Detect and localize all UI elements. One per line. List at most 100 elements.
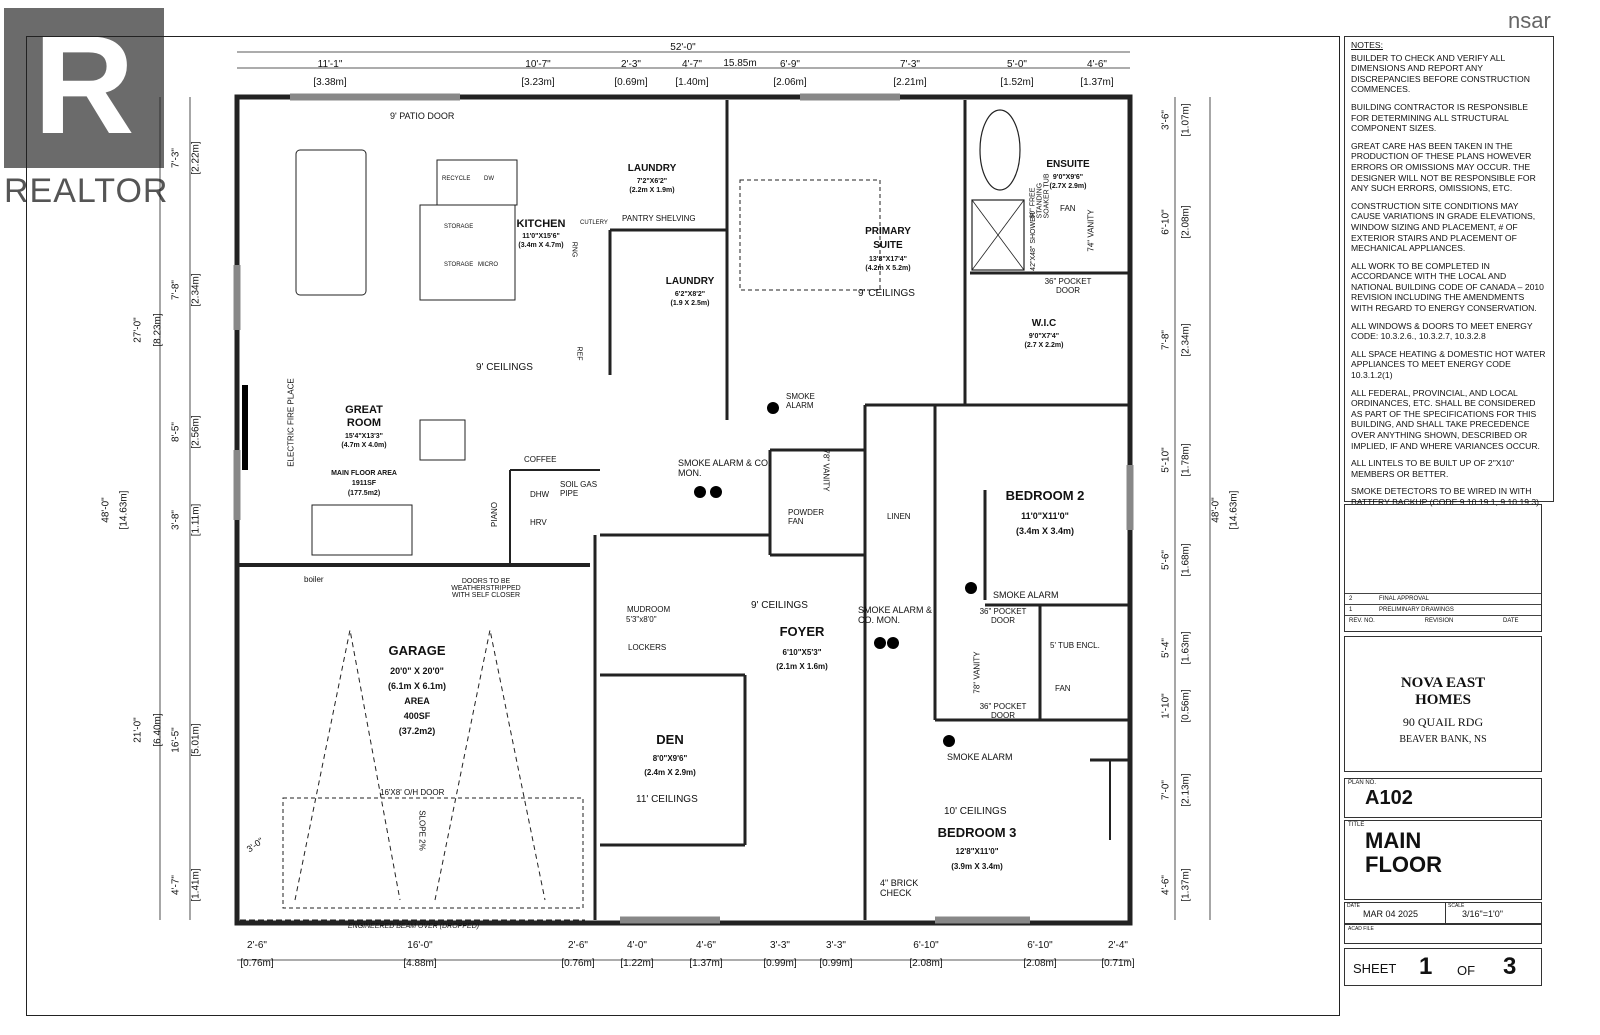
powder-vanity-label: 78" VANITY bbox=[821, 449, 831, 492]
left-dim-metric: [2.56m] bbox=[190, 415, 202, 449]
top-dim: 6'-9" bbox=[780, 59, 800, 70]
revision-desc: PRELIMINARY DRAWINGS bbox=[1379, 607, 1454, 613]
boiler-label: boiler bbox=[304, 575, 324, 584]
revision-no: 1 bbox=[1349, 607, 1353, 613]
title-line1: MAIN bbox=[1365, 828, 1422, 853]
realtor-logo: R bbox=[4, 8, 164, 168]
bottom-dim-metric: [1.37m] bbox=[689, 958, 723, 969]
top-dim-metric: [1.37m] bbox=[1080, 77, 1114, 88]
shower-label: 42"X48" SHOWER bbox=[1029, 212, 1037, 271]
storage2-label: STORAGE bbox=[444, 262, 474, 268]
right-outer-dim: 48'-0" bbox=[1210, 497, 1222, 523]
micro-label: MICRO bbox=[478, 262, 498, 268]
left-outer-dim-metric: [6.40m] bbox=[152, 713, 164, 747]
wic-metric: (2.7 X 2.2m) bbox=[1024, 342, 1064, 349]
plan-no-panel: PLAN NO. A102 bbox=[1344, 778, 1542, 818]
bedroom3-metric: (3.9m X 3.4m) bbox=[951, 862, 1003, 871]
left-dim: 8'-5" bbox=[170, 422, 182, 442]
storage-label: STORAGE bbox=[444, 224, 474, 230]
kitchen-size: 11'0"X15'6" bbox=[522, 233, 560, 240]
date-value: MAR 04 2025 bbox=[1363, 909, 1419, 919]
company-panel: NOVA EAST HOMES 90 QUAIL RDG BEAVER BANK… bbox=[1344, 636, 1542, 772]
rng-label: RNG bbox=[570, 241, 578, 258]
recycle-label: RECYCLE bbox=[442, 176, 471, 182]
lockers-label: LOCKERS bbox=[628, 643, 667, 652]
smoke-alarm-hall: SMOKE ALARM bbox=[786, 392, 815, 410]
tub-label: 60" FREE STANDING SOAKER TUB bbox=[1029, 173, 1051, 219]
top-dim-metric: [1.40m] bbox=[675, 77, 709, 88]
top-dim-metric: [0.69m] bbox=[614, 77, 648, 88]
primary-ceiling: 9' CEILINGS bbox=[858, 288, 915, 299]
bedroom2-size: 11'0"X11'0" bbox=[1021, 511, 1069, 521]
right-dim: 1'-10" bbox=[1160, 693, 1172, 719]
acad-label: ACAD FILE bbox=[1348, 926, 1374, 932]
bottom-dim-metric: [4.88m] bbox=[403, 958, 437, 969]
title-label: TITLE bbox=[1348, 822, 1365, 828]
sheet-label: SHEET bbox=[1353, 961, 1397, 976]
right-dim: 4'-6" bbox=[1160, 875, 1172, 895]
main-floor-area-metric: (177.5m2) bbox=[347, 490, 381, 497]
bottom-dim: 2'-6" bbox=[247, 940, 267, 951]
note-item: ALL SPACE HEATING & DOMESTIC HOT WATER A… bbox=[1351, 348, 1546, 381]
right-dim: 7'-8" bbox=[1160, 330, 1172, 350]
smoke-co-mon-2: SMOKE ALARM & CO. MON. bbox=[858, 605, 933, 625]
left-dim-metric: [2.34m] bbox=[190, 273, 202, 307]
powder-fan-label: FAN bbox=[788, 517, 804, 526]
doors-weather-note: DOORS TO BE WEATHERSTRIPPED WITH SELF CL… bbox=[451, 578, 521, 599]
ensuite-fan-label: FAN bbox=[1060, 204, 1076, 213]
den-label: DEN bbox=[656, 732, 684, 747]
left-dim: 7'-3" bbox=[170, 148, 182, 168]
nsar-logo: nsar bbox=[1508, 8, 1551, 33]
tub-encl-label: 5' TUB ENCL. bbox=[1050, 641, 1100, 650]
top-dim: 10'-7" bbox=[525, 59, 551, 70]
left-outer-dim-metric: [8.23m] bbox=[152, 313, 164, 347]
foyer-metric: (2.1m X 1.6m) bbox=[776, 662, 828, 671]
powder-label: POWDER bbox=[788, 508, 824, 517]
rev-no-header: REV. NO. bbox=[1349, 618, 1375, 624]
title-panel: TITLE MAIN FLOOR bbox=[1344, 820, 1542, 900]
oh-door-label: 16'X8' O/H DOOR bbox=[380, 788, 445, 797]
notes-panel: NOTES: BUILDER TO CHECK AND VERIFY ALL D… bbox=[1344, 36, 1554, 507]
top-dim: 2'-3" bbox=[621, 59, 641, 70]
title-line2: FLOOR bbox=[1365, 852, 1442, 877]
plan-no: A102 bbox=[1365, 787, 1413, 809]
kitchen-label: KITCHEN bbox=[516, 218, 566, 230]
garage-size: 20'0" X 20'0" bbox=[390, 666, 444, 676]
bedroom3-ceiling: 10' CEILINGS bbox=[944, 806, 1007, 817]
laundry-metric: (2.2m X 1.9m) bbox=[629, 187, 675, 194]
wic-label: W.I.C bbox=[1031, 318, 1057, 329]
primary-suite-metric: (4.2m X 5.2m) bbox=[865, 265, 911, 272]
right-dim-metric: [1.68m] bbox=[1180, 543, 1192, 577]
dhw-label: DHW bbox=[530, 490, 550, 499]
left-dim-metric: [5.01m] bbox=[190, 723, 202, 757]
scale-label: SCALE bbox=[1448, 903, 1465, 909]
right-dim-metric: [1.37m] bbox=[1180, 868, 1192, 902]
left-dim: 7'-8" bbox=[170, 280, 182, 300]
bedroom2-label: BEDROOM 2 bbox=[1005, 488, 1085, 503]
top-dim-metric: [1.52m] bbox=[1000, 77, 1034, 88]
bottom-dim: 2'-6" bbox=[568, 940, 588, 951]
note-item: ALL WORK TO BE COMPLETED IN ACCORDANCE W… bbox=[1351, 260, 1544, 314]
kitchen-metric: (3.4m X 4.7m) bbox=[518, 242, 564, 249]
den-ceiling: 11' CEILINGS bbox=[636, 794, 698, 805]
garage-area: 400SF bbox=[403, 711, 431, 721]
note-item: GREAT CARE HAS BEEN TAKEN IN THE PRODUCT… bbox=[1351, 140, 1536, 194]
brick-check-label: 4" BRICK CHECK bbox=[880, 878, 919, 898]
bottom-dim: 3'-3" bbox=[770, 940, 790, 951]
bottom-dim: 6'-10" bbox=[913, 940, 939, 951]
company-line2: HOMES bbox=[1415, 692, 1471, 708]
foyer-ceiling: 9' CEILINGS bbox=[751, 600, 808, 611]
title-block: NOTES: BUILDER TO CHECK AND VERIFY ALL D… bbox=[1344, 36, 1582, 1014]
hrv-label: HRV bbox=[530, 518, 547, 527]
beam-label: ENGINEERED BEAM OVER (DROPPED) bbox=[348, 923, 480, 930]
bedroom2-metric: (3.4m X 3.4m) bbox=[1015, 526, 1075, 536]
bottom-dim-metric: [0.71m] bbox=[1101, 958, 1135, 969]
acad-panel: ACAD FILE bbox=[1344, 924, 1542, 944]
scale-cell: SCALE 3/16"=1'0" bbox=[1446, 903, 1541, 923]
foyer-size: 6'10"X5'3" bbox=[782, 648, 822, 657]
right-dim-metric: [2.13m] bbox=[1180, 773, 1192, 807]
top-dim: 5'-0" bbox=[1007, 59, 1027, 70]
left-outer-dim: 27'-0" bbox=[132, 317, 144, 343]
ref-label: REF bbox=[575, 346, 583, 361]
